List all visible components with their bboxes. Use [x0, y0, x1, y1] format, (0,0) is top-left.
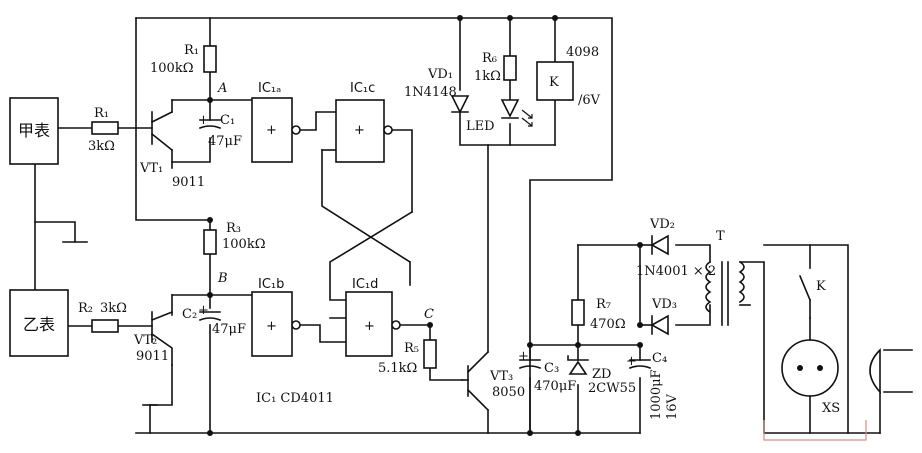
meter-yi: 乙表 [9, 289, 69, 357]
diode-vd2: VD₂ 1N4001 × 2 [636, 217, 716, 279]
led: LED [466, 99, 533, 134]
gate-ic1b: + IC₁b [251, 277, 301, 357]
svg-text:+: + [364, 319, 375, 334]
resistor-r3: R₃ 100kΩ [203, 221, 265, 255]
svg-text:ZD: ZD [592, 367, 611, 382]
svg-text:3kΩ: 3kΩ [88, 139, 115, 154]
svg-text:+: + [266, 319, 277, 334]
meter-jia: 甲表 [9, 97, 59, 165]
svg-text:+: + [198, 303, 209, 318]
node-c-label: C [424, 307, 434, 322]
transformer-t: T [705, 229, 745, 326]
transistor-vt3: VT₃ 8050 [461, 350, 525, 412]
relay-k: K 4098 /6V [536, 45, 601, 108]
gate-ic1d: + IC₁d [345, 277, 401, 357]
capacitor-c3: + C₃ 470μF [518, 349, 576, 394]
svg-text:+: + [518, 349, 529, 364]
svg-text:R₇: R₇ [596, 297, 611, 312]
svg-text:R₂: R₂ [78, 301, 93, 316]
svg-text:R₅: R₅ [404, 341, 419, 356]
svg-text:IC₁ₐ: IC₁ₐ [258, 81, 281, 96]
svg-text:100kΩ: 100kΩ [222, 237, 265, 252]
svg-text:IC₁b: IC₁b [258, 277, 284, 292]
svg-text:+: + [266, 123, 277, 138]
junction-dots [207, 15, 643, 436]
svg-text:16V: 16V [665, 393, 680, 420]
gate-ic1a: + IC₁ₐ [251, 81, 301, 163]
svg-text:470Ω: 470Ω [590, 317, 626, 332]
svg-text:IC₁c: IC₁c [350, 81, 375, 96]
resistor-r1-input: R₁ 3kΩ [88, 106, 119, 154]
svg-text:1kΩ: 1kΩ [474, 69, 501, 84]
svg-text:9011: 9011 [136, 349, 169, 364]
zener-zd: ZD 2CW55 [567, 355, 636, 396]
svg-text:C₁: C₁ [220, 113, 235, 128]
diode-vd3: VD₃ [650, 297, 677, 336]
svg-text:100kΩ: 100kΩ [150, 61, 193, 76]
svg-text:R₁: R₁ [94, 106, 109, 121]
svg-text:47μF: 47μF [212, 322, 246, 337]
svg-text:XS: XS [822, 401, 840, 416]
mains-plug [869, 348, 913, 434]
node-a-label: A [217, 81, 227, 96]
svg-text:K: K [816, 279, 826, 294]
svg-text:R₁: R₁ [184, 43, 199, 58]
svg-text:VD₂: VD₂ [649, 217, 675, 232]
svg-text:1000μF: 1000μF [649, 369, 664, 420]
svg-text:+: + [198, 113, 209, 128]
capacitor-c4: + C₄ 1000μF 16V [626, 351, 680, 420]
svg-text:5.1kΩ: 5.1kΩ [378, 361, 417, 376]
svg-text:1N4148: 1N4148 [404, 85, 457, 100]
diode-vd1: VD₁ 1N4148 [404, 67, 470, 114]
svg-text:C₄: C₄ [652, 351, 667, 366]
capacitor-c2: + C₂ 47μF [182, 303, 246, 337]
resistor-r2: R₂ 3kΩ [78, 301, 127, 333]
gate-ic1c: + IC₁c [335, 81, 393, 163]
svg-text:+: + [626, 354, 637, 369]
svg-text:9011: 9011 [172, 175, 205, 190]
svg-text:C₃: C₃ [544, 361, 559, 376]
svg-text:K: K [549, 75, 559, 90]
ic-label: IC₁ CD4011 [256, 391, 334, 406]
svg-text:R₃: R₃ [226, 221, 241, 236]
svg-text:/6V: /6V [578, 93, 601, 108]
svg-text:3kΩ: 3kΩ [100, 301, 127, 316]
svg-text:8050: 8050 [492, 385, 525, 400]
resistor-r7: R₇ 470Ω [571, 297, 626, 332]
svg-text:VD₃: VD₃ [651, 297, 677, 312]
svg-text:2CW55: 2CW55 [588, 381, 636, 396]
wiring [34, 17, 881, 434]
svg-text:VT₂: VT₂ [133, 333, 157, 348]
switch-k: K [798, 244, 826, 319]
svg-text:47μF: 47μF [208, 134, 242, 149]
socket-xs: XS [781, 317, 840, 434]
svg-text:1N4001 × 2: 1N4001 × 2 [636, 264, 716, 279]
resistor-r1-top: R₁ 100kΩ [150, 43, 217, 76]
svg-text:4098: 4098 [566, 45, 599, 60]
resistor-r6: R₆ 1kΩ [474, 51, 517, 84]
node-b-label: B [217, 271, 228, 286]
svg-text:VD₁: VD₁ [427, 67, 453, 82]
svg-text:VT₁: VT₁ [139, 161, 163, 176]
resistor-r5: R₅ 5.1kΩ [378, 339, 437, 376]
capacitor-c1: + C₁ 47μF [198, 113, 242, 149]
svg-text:R₆: R₆ [482, 51, 497, 66]
transistor-vt1: VT₁ 9011 [139, 110, 205, 190]
svg-text:470μF: 470μF [534, 379, 576, 394]
svg-text:LED: LED [466, 119, 495, 134]
svg-text:C₂: C₂ [182, 307, 197, 322]
svg-text:T: T [716, 229, 725, 244]
svg-text:VT₃: VT₃ [489, 369, 513, 384]
svg-text:甲表: 甲表 [18, 121, 50, 140]
transistor-vt2: VT₂ 9011 [133, 310, 174, 366]
svg-text:+: + [354, 123, 365, 138]
svg-text:IC₁d: IC₁d [352, 277, 378, 292]
mains-enclosure-marking [763, 420, 867, 441]
svg-text:乙表: 乙表 [23, 315, 55, 334]
